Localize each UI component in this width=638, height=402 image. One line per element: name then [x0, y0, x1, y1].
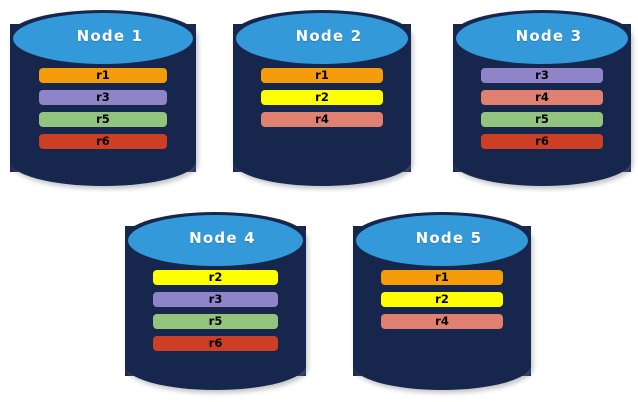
- database-node-3: Node 3 r3 r4 r5 r6: [453, 10, 631, 186]
- cylinder-top-disc: [355, 214, 529, 267]
- database-node-4: Node 4 r2 r3 r5 r6: [125, 212, 306, 390]
- shard-bar-r4: r4: [380, 314, 504, 329]
- database-node-5: Node 5 r1 r2 r4: [353, 212, 531, 390]
- shard-bar-r4: r4: [260, 112, 384, 127]
- node-title: Node 4: [189, 228, 256, 247]
- shard-bar-r2: r2: [153, 270, 278, 285]
- shard-bar-r5: r5: [153, 314, 278, 329]
- shard-list: r3 r4 r5 r6: [453, 68, 631, 149]
- shard-bar-r6: r6: [38, 134, 168, 149]
- shard-bar-r3: r3: [480, 68, 604, 83]
- shard-bar-r1: r1: [38, 68, 168, 83]
- shard-bar-r6: r6: [480, 134, 604, 149]
- shard-list: r1 r2 r4: [233, 68, 411, 127]
- shard-bar-r5: r5: [38, 112, 168, 127]
- cylinder-top-disc: [235, 12, 409, 64]
- shard-list: r2 r3 r5 r6: [125, 270, 306, 351]
- shard-bar-r1: r1: [260, 68, 384, 83]
- shard-bar-r4: r4: [480, 90, 604, 105]
- node-title: Node 1: [76, 26, 144, 45]
- database-node-2: Node 2 r1 r2 r4: [233, 10, 411, 186]
- node-title: Node 3: [515, 26, 583, 45]
- cylinder-top-disc: [127, 214, 304, 267]
- shard-list: r1 r2 r4: [353, 270, 531, 329]
- shard-bar-r2: r2: [380, 292, 504, 307]
- shard-bar-r5: r5: [480, 112, 604, 127]
- shard-bar-r3: r3: [38, 90, 168, 105]
- node-title: Node 5: [415, 228, 483, 247]
- cylinder-top-disc: [455, 12, 629, 64]
- database-node-1: Node 1 r1 r3 r5 r6: [10, 10, 196, 186]
- shard-bar-r6: r6: [153, 336, 278, 351]
- shard-list: r1 r3 r5 r6: [10, 68, 196, 149]
- node-title: Node 2: [295, 26, 363, 45]
- cylinder-top-disc: [12, 12, 194, 64]
- shard-bar-r1: r1: [380, 270, 504, 285]
- shard-bar-r2: r2: [260, 90, 384, 105]
- shard-bar-r3: r3: [153, 292, 278, 307]
